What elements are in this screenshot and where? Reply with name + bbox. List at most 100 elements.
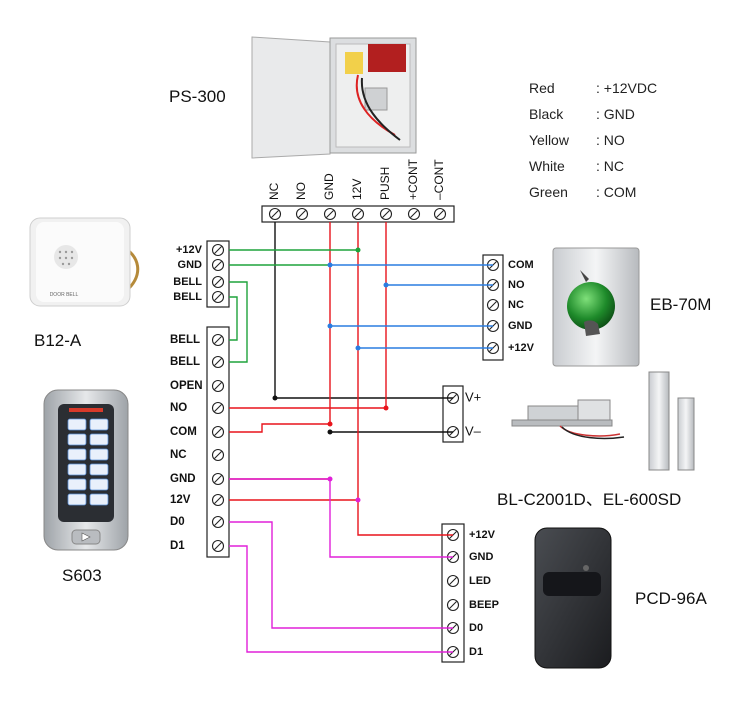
keypad-image bbox=[43, 389, 129, 551]
terminal-label: GND bbox=[469, 551, 494, 563]
legend-meaning: : NO bbox=[596, 132, 625, 148]
keypad-key bbox=[89, 448, 109, 461]
terminal-screw bbox=[211, 493, 225, 507]
terminal-label: GND bbox=[322, 173, 336, 200]
pcd96a-label: PCD-96A bbox=[635, 589, 707, 608]
wire-black bbox=[274, 222, 453, 399]
legend-color: Yellow bbox=[529, 132, 569, 148]
terminal-screw bbox=[446, 598, 460, 612]
terminal-label: BELL bbox=[173, 276, 202, 288]
terminal-label: NO bbox=[508, 279, 525, 291]
junction-dots bbox=[272, 247, 389, 503]
lock-terminal-block: V+ V– bbox=[442, 385, 482, 443]
wire-magenta bbox=[229, 478, 453, 558]
eb70m-label: EB-70M bbox=[650, 295, 712, 314]
terminal-screw bbox=[211, 333, 225, 347]
terminal-label: PUSH bbox=[378, 167, 392, 200]
terminal-screw bbox=[211, 539, 225, 553]
legend-meaning: : GND bbox=[596, 106, 635, 122]
legend-row: Black : GND bbox=[529, 106, 657, 132]
terminal-label: +12V bbox=[469, 529, 496, 541]
terminal-screw bbox=[211, 472, 225, 486]
wire-red bbox=[229, 222, 359, 501]
terminal-screw bbox=[486, 298, 500, 312]
terminal-screw bbox=[211, 448, 225, 462]
terminal-screw bbox=[211, 379, 225, 393]
terminal-screw bbox=[211, 515, 225, 529]
ps300-label: PS-300 bbox=[169, 87, 226, 106]
wire-magenta bbox=[229, 545, 453, 653]
wire-magenta bbox=[229, 521, 453, 629]
keypad-key bbox=[67, 448, 87, 461]
legend-row: Yellow : NO bbox=[529, 132, 657, 158]
legend-meaning: : COM bbox=[596, 184, 637, 200]
legend-color: White bbox=[529, 158, 565, 174]
wire-red bbox=[229, 222, 331, 433]
keypad-key bbox=[67, 478, 87, 491]
terminal-label: NC bbox=[170, 449, 187, 461]
keypad-key bbox=[89, 433, 109, 446]
wire-green bbox=[229, 281, 248, 363]
keypad-key bbox=[67, 493, 87, 506]
keypad-key bbox=[67, 463, 87, 476]
terminal-screw bbox=[211, 275, 225, 289]
terminal-screw bbox=[407, 207, 421, 221]
terminal-label: V– bbox=[465, 423, 482, 438]
terminal-label: 12V bbox=[350, 179, 364, 200]
legend-color: Black bbox=[529, 106, 564, 122]
terminal-label: NC bbox=[508, 299, 524, 311]
terminal-screw bbox=[211, 258, 225, 272]
keypad-key bbox=[89, 493, 109, 506]
terminal-label: D1 bbox=[170, 540, 185, 552]
terminal-label: GND bbox=[508, 320, 533, 332]
terminal-label: D1 bbox=[469, 646, 483, 658]
terminal-label: GND bbox=[170, 473, 196, 485]
terminal-label: V+ bbox=[465, 389, 481, 404]
terminal-label: OPEN bbox=[170, 380, 203, 392]
terminal-label: BEEP bbox=[469, 599, 499, 611]
keypad-key bbox=[67, 418, 87, 431]
terminal-screw bbox=[295, 207, 309, 221]
terminal-label: +CONT bbox=[406, 158, 420, 200]
terminal-screw bbox=[433, 207, 447, 221]
terminal-label: COM bbox=[508, 259, 534, 271]
terminal-label: BELL bbox=[170, 334, 200, 346]
terminal-screw bbox=[211, 355, 225, 369]
terminal-screw bbox=[446, 574, 460, 588]
terminal-screw bbox=[211, 290, 225, 304]
wire-red bbox=[357, 500, 453, 536]
wire-green bbox=[229, 296, 238, 341]
legend-color: Green bbox=[529, 184, 568, 200]
terminal-label: NO bbox=[170, 402, 187, 414]
terminal-label: COM bbox=[170, 426, 197, 438]
terminal-label: 12V bbox=[170, 494, 191, 506]
legend-meaning: : NC bbox=[596, 158, 624, 174]
terminal-label: GND bbox=[178, 259, 203, 271]
power-supply-image bbox=[251, 36, 417, 159]
terminal-screw bbox=[323, 207, 337, 221]
terminal-screw bbox=[351, 207, 365, 221]
b12a-label: B12-A bbox=[34, 331, 82, 350]
terminal-label: BELL bbox=[170, 356, 200, 368]
wire-color-legend: Red: +12VDC Black: GND Yellow: NO White:… bbox=[529, 80, 657, 210]
terminal-label: NC bbox=[267, 182, 281, 200]
legend-row: White : NC bbox=[529, 158, 657, 184]
keypad-key bbox=[89, 418, 109, 431]
terminal-label: BELL bbox=[173, 291, 202, 303]
locks-label: BL-C2001D、EL-600SD bbox=[497, 490, 682, 509]
legend-row: Green : COM bbox=[529, 184, 657, 210]
doorbell-brand-text: DOOR BELL bbox=[50, 292, 79, 298]
reader-image bbox=[534, 527, 612, 669]
terminal-label: LED bbox=[469, 575, 491, 587]
legend-meaning: : +12VDC bbox=[596, 80, 658, 96]
terminal-label: NO bbox=[294, 182, 308, 200]
terminal-label: +12V bbox=[508, 342, 535, 354]
terminal-screw bbox=[268, 207, 282, 221]
terminal-label: –CONT bbox=[432, 159, 446, 200]
doorbell-image: DOOR BELL bbox=[29, 217, 140, 307]
locks-image bbox=[511, 371, 695, 471]
